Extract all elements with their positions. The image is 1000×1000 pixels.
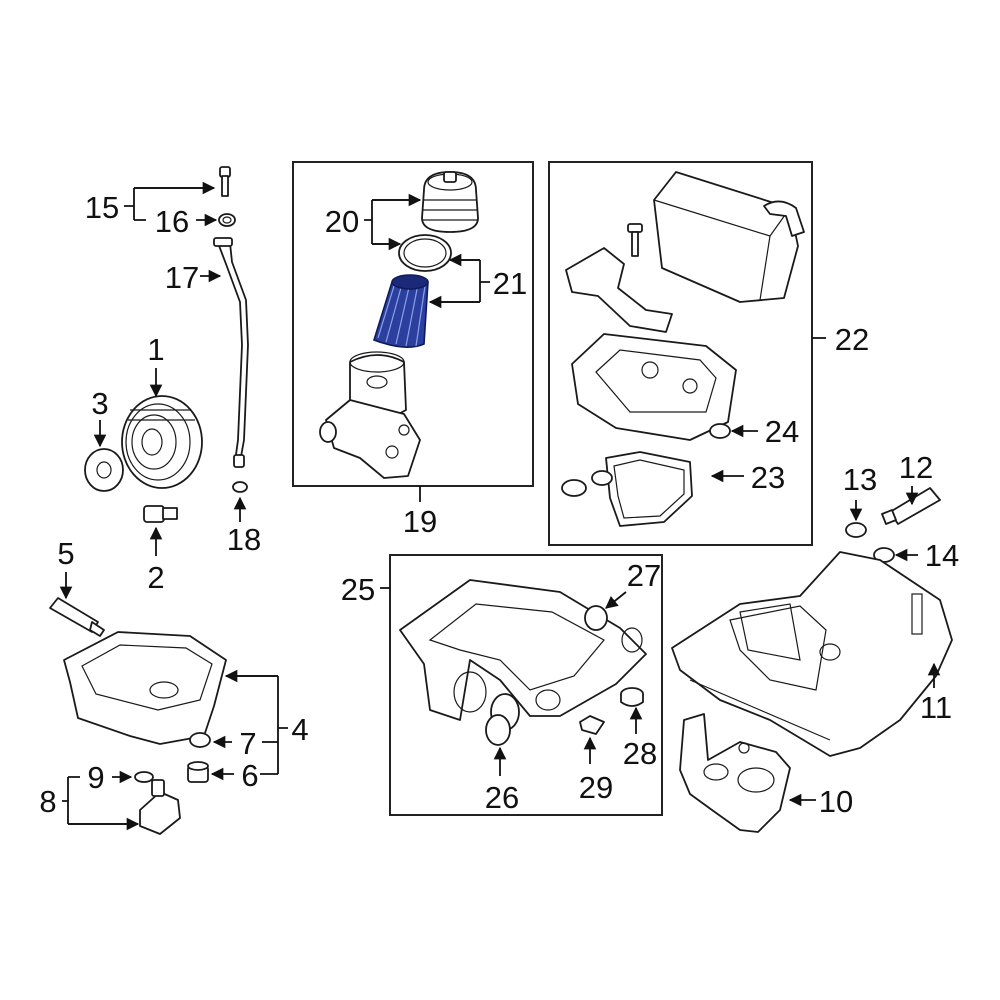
oil-pump-10 [679, 713, 791, 833]
o-ring-24 [709, 423, 731, 439]
washer-7 [189, 732, 211, 748]
callout-6: 6 [241, 758, 258, 793]
oil-level-sensor-8 [139, 779, 181, 835]
bolt-22 [627, 223, 643, 257]
callout-18: 18 [227, 522, 261, 557]
callout-5: 5 [57, 536, 74, 571]
oil-filter-housing-19 [319, 351, 421, 479]
crankshaft-pulley-1 [121, 395, 203, 489]
oil-pan-4 [63, 631, 227, 745]
callout-14: 14 [925, 538, 959, 573]
callout-9: 9 [87, 760, 104, 795]
cooler-gasket [565, 247, 673, 333]
o-ring-20 [398, 234, 452, 272]
gasket-23 [561, 451, 693, 527]
o-ring-18 [232, 481, 248, 493]
gasket-29 [579, 715, 605, 735]
washer-16 [218, 213, 236, 227]
callout-29: 29 [579, 770, 613, 805]
group-box-25 [389, 554, 663, 816]
callout-11: 11 [920, 690, 952, 725]
callout-2: 2 [147, 560, 164, 595]
callout-10: 10 [819, 784, 853, 819]
group-box-19 [292, 161, 534, 487]
sealant-tube-12 [881, 487, 941, 525]
bolt-15 [219, 166, 231, 197]
callout-8: 8 [39, 784, 56, 819]
callout-21: 21 [493, 266, 527, 301]
callout-15: 15 [85, 190, 119, 225]
washer-13 [845, 522, 867, 538]
washer-plate-3 [84, 448, 124, 492]
callout-23: 23 [751, 460, 785, 495]
callout-25: 25 [341, 572, 375, 607]
callout-24: 24 [765, 414, 799, 449]
callout-26: 26 [485, 780, 519, 815]
callout-16: 16 [155, 204, 189, 239]
callout-3: 3 [91, 386, 108, 421]
oil-filter-element-21 [373, 274, 429, 348]
seals-26 [485, 693, 520, 746]
callout-4: 4 [291, 712, 308, 747]
callout-22: 22 [835, 322, 869, 357]
callout-17: 17 [165, 260, 199, 295]
callout-12: 12 [899, 450, 933, 485]
callout-numbers: 1 2 3 4 5 6 7 8 9 10 11 12 13 14 15 16 1… [39, 190, 959, 819]
callout-19: 19 [403, 504, 437, 539]
bolt-2 [143, 505, 178, 523]
seal-28 [620, 687, 644, 707]
callout-28: 28 [623, 736, 657, 771]
callout-1: 1 [147, 332, 164, 367]
leader-lines [59, 181, 941, 831]
seal-27 [584, 605, 608, 631]
group-box-22 [548, 161, 813, 546]
sealant-tube-5 [49, 597, 105, 637]
filter-housing-cap-20 [421, 171, 479, 233]
callout-7: 7 [239, 726, 256, 761]
upper-oil-pan-11 [671, 551, 953, 757]
callout-27: 27 [627, 558, 661, 593]
dipstick-tube-17 [213, 237, 249, 468]
seal-9 [134, 771, 154, 783]
intake-manifold-25 [399, 579, 647, 721]
drain-plug-6 [187, 761, 209, 783]
oil-cooler-adapter-22 [571, 333, 737, 441]
oil-cooler-22 [653, 171, 805, 303]
callout-20: 20 [325, 204, 359, 239]
callout-13: 13 [843, 462, 877, 497]
